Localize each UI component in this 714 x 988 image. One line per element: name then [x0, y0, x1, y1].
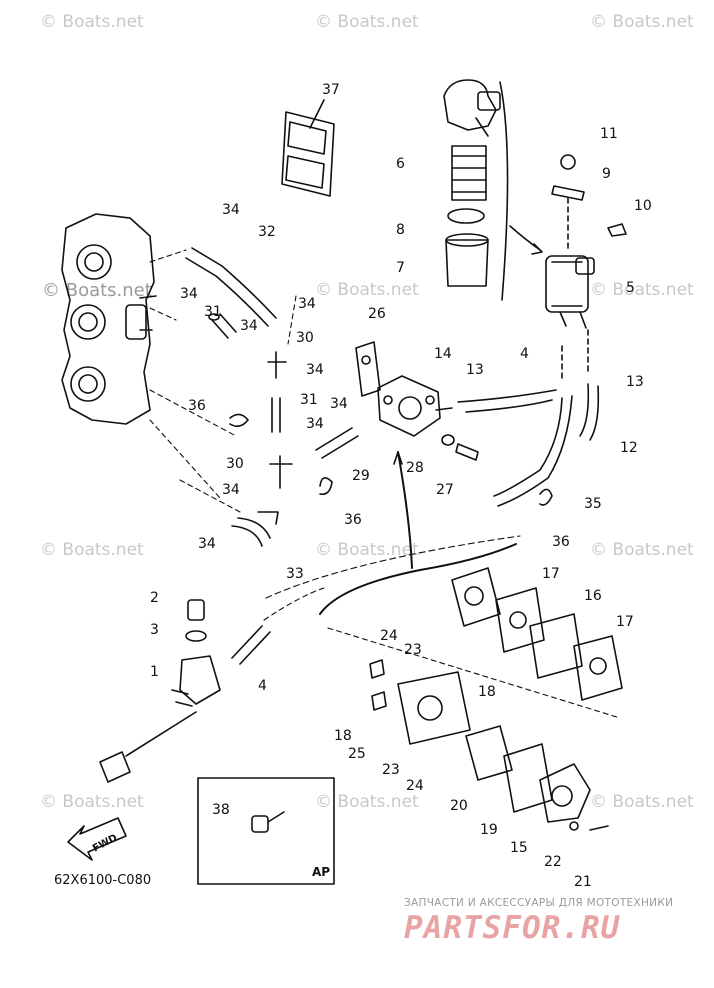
callout: 15 — [510, 840, 528, 856]
hose-29 — [315, 427, 359, 459]
callout: 34 — [222, 482, 240, 498]
watermark: © Boats.net — [590, 792, 694, 812]
callout: 20 — [450, 798, 468, 814]
callout: 19 — [480, 822, 498, 838]
watermark: © Boats.net — [590, 540, 694, 560]
callout: 6 — [396, 156, 405, 172]
watermark: © Boats.net — [315, 12, 419, 32]
callout: 36 — [188, 398, 206, 414]
callout: 38 — [212, 802, 230, 818]
callout: 34 — [222, 202, 240, 218]
brand-tagline: ЗАПЧАСТИ И АКСЕССУАРЫ ДЛЯ МОТОТЕХНИКИ — [404, 897, 674, 909]
callout: 25 — [348, 746, 366, 762]
callout: 28 — [406, 460, 424, 476]
callout: 36 — [552, 534, 570, 550]
callout: 30 — [296, 330, 314, 346]
callout: 23 — [404, 642, 422, 658]
callout: 36 — [344, 512, 362, 528]
fwd-arrow — [67, 817, 127, 861]
watermark: © Boats.net — [40, 792, 144, 812]
hose-33 — [231, 517, 271, 547]
callout: 11 — [600, 126, 618, 142]
callout: 18 — [334, 728, 352, 744]
callout: 1 — [150, 664, 159, 680]
callout: 3 — [150, 622, 159, 638]
callout: 9 — [602, 166, 611, 182]
callout: 7 — [396, 260, 405, 276]
watermark: © Boats.net — [40, 12, 144, 32]
joint-30 — [267, 351, 287, 433]
callout: 17 — [616, 614, 634, 630]
callout: 34 — [330, 396, 348, 412]
hose-31-left — [211, 313, 237, 339]
callout: 34 — [306, 416, 324, 432]
callout-labels: 37 6 8 7 11 9 10 5 34 32 34 31 34 34 30 … — [150, 82, 652, 890]
callout: 14 — [434, 346, 452, 362]
callout: 4 — [520, 346, 529, 362]
callout: 12 — [620, 440, 638, 456]
watermark: © Boats.net — [315, 540, 419, 560]
fuel-pump-assembly — [355, 341, 479, 461]
callout: 37 — [322, 82, 340, 98]
hose-32 — [185, 247, 277, 327]
fuel-primer-assembly — [99, 587, 325, 783]
callout: 31 — [300, 392, 318, 408]
ap-box — [197, 777, 335, 885]
callout: 13 — [626, 374, 644, 390]
hose-12 — [579, 383, 600, 441]
callout: 34 — [198, 536, 216, 552]
callout: 35 — [584, 496, 602, 512]
callout: 33 — [286, 566, 304, 582]
callout: 18 — [478, 684, 496, 700]
callout: 29 — [352, 468, 370, 484]
callout: 4 — [258, 678, 267, 694]
callout: 32 — [258, 224, 276, 240]
callout: 16 — [584, 588, 602, 604]
part-38 — [251, 811, 285, 833]
callout: 24 — [380, 628, 398, 644]
fuel-filter-assembled — [545, 154, 627, 329]
watermark: © Boats.net — [315, 280, 419, 300]
callout: 23 — [382, 762, 400, 778]
callout: 5 — [626, 280, 635, 296]
brand-logo: PARTSFOR.RU — [404, 910, 621, 946]
watermark: © Boats.net — [590, 280, 694, 300]
callout: 31 — [204, 304, 222, 320]
carburetor-assembly — [61, 213, 157, 425]
callout: 34 — [306, 362, 324, 378]
watermark: © Boats.net — [315, 792, 419, 812]
callout: 13 — [466, 362, 484, 378]
callout: 21 — [574, 874, 592, 890]
callout: 2 — [150, 590, 159, 606]
callout: 22 — [544, 854, 562, 870]
pump-exploded — [327, 567, 623, 831]
callout: 26 — [368, 306, 386, 322]
callout: 34 — [298, 296, 316, 312]
callout: 10 — [634, 198, 652, 214]
ap-label: AP — [312, 865, 331, 879]
callout: 17 — [542, 566, 560, 582]
callout: 24 — [406, 778, 424, 794]
watermark: © Boats.net — [40, 540, 144, 560]
callout: 34 — [240, 318, 258, 334]
hose-35 — [457, 389, 573, 507]
clip-36 — [229, 413, 249, 428]
fuel-filter-exploded — [443, 79, 543, 301]
watermark: © Boats.net — [590, 12, 694, 32]
tag-37 — [281, 99, 335, 197]
diagram-code: 62X6100-C080 — [54, 873, 152, 888]
callout: 8 — [396, 222, 405, 238]
callout: 27 — [436, 482, 454, 498]
callout: 30 — [226, 456, 244, 472]
callout: 34 — [180, 286, 198, 302]
